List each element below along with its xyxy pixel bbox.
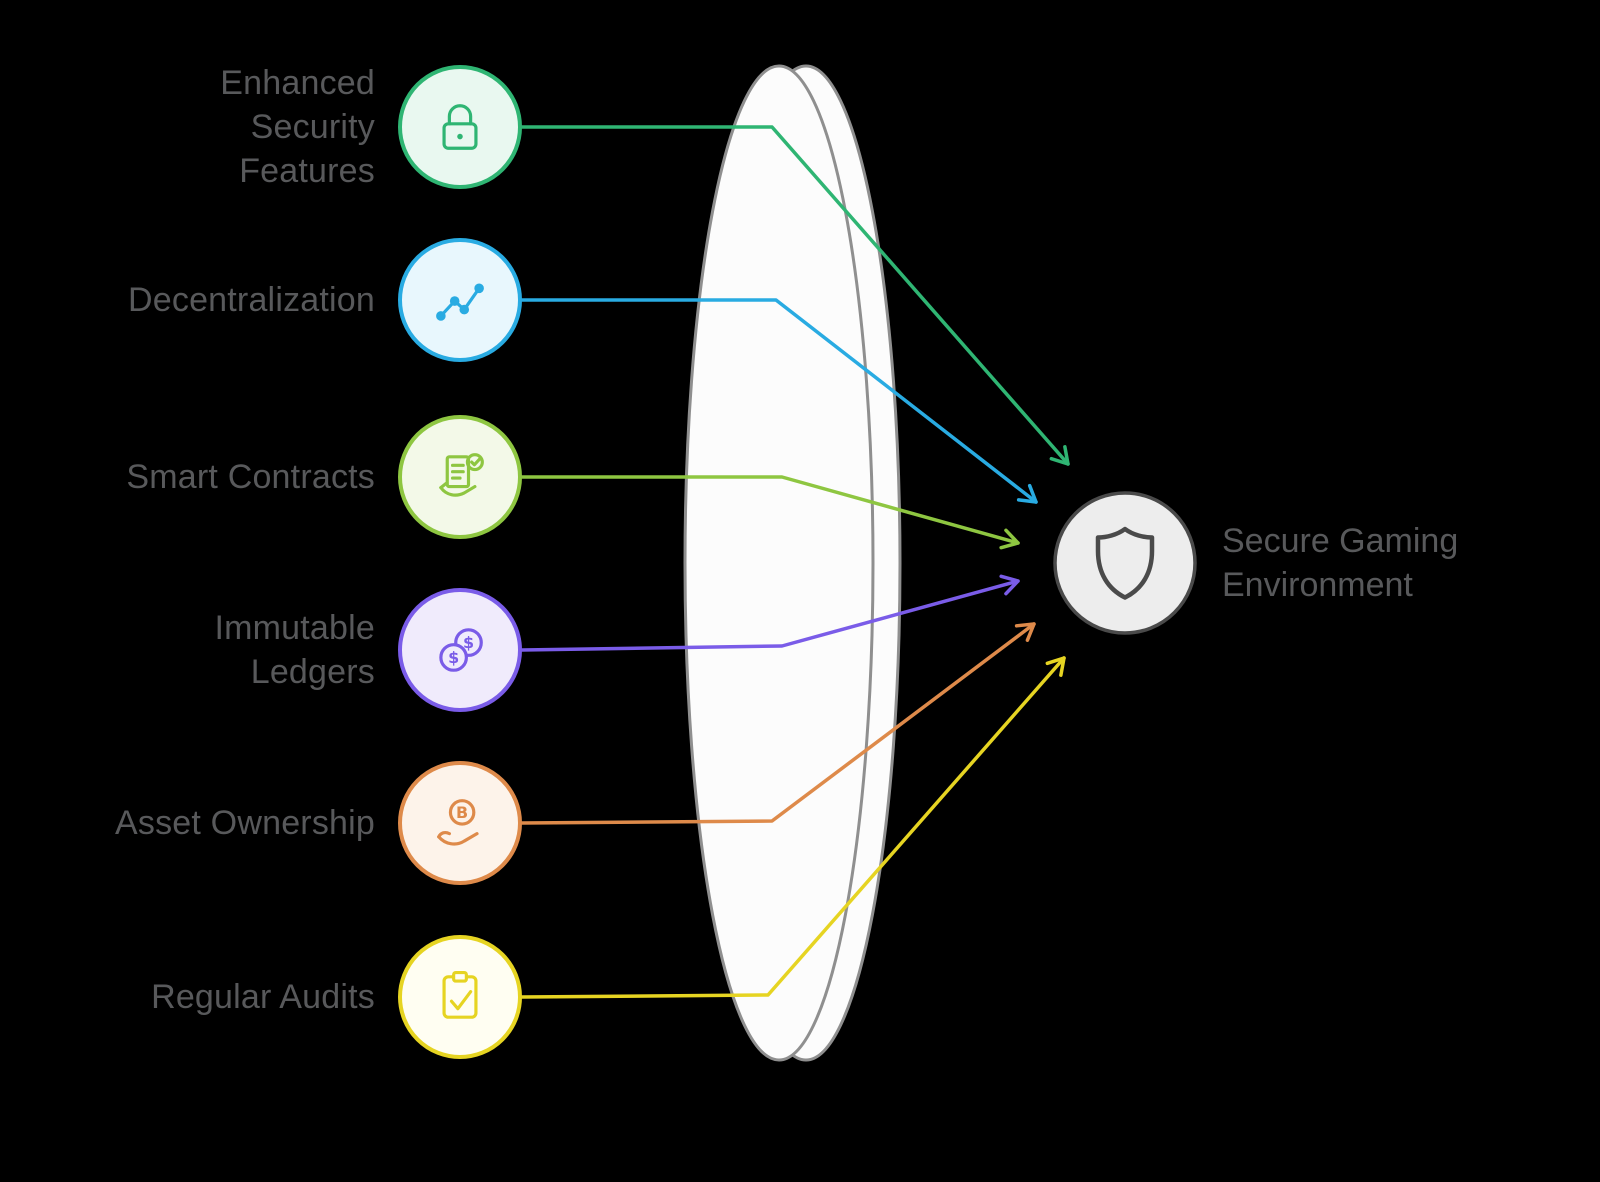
connector-decentralization bbox=[520, 298, 1038, 504]
feature-label-regular-audits: Regular Audits bbox=[151, 978, 375, 1016]
lock-icon bbox=[442, 104, 478, 150]
connector-smart-contracts bbox=[520, 475, 1020, 550]
lens-shape bbox=[683, 64, 902, 1062]
feature-icon-circle bbox=[398, 935, 522, 1059]
connector-line bbox=[520, 125, 1070, 466]
smart-contract-icon bbox=[439, 453, 484, 497]
feature-icon-circle bbox=[398, 238, 522, 362]
svg-text:$: $ bbox=[448, 648, 459, 667]
feature-icon-circle: B bbox=[398, 761, 522, 885]
connector-line bbox=[520, 579, 1020, 652]
lens-front-ellipse bbox=[683, 64, 875, 1062]
target-circle bbox=[1053, 491, 1197, 635]
connector-enhanced-security bbox=[520, 125, 1070, 466]
feature-icon-circle bbox=[398, 65, 522, 189]
feature-icon-circle: $ $ bbox=[398, 588, 522, 712]
target-node bbox=[1053, 491, 1197, 635]
connector-asset-ownership bbox=[520, 622, 1036, 825]
arrowhead-icon bbox=[999, 528, 1020, 550]
connector-line bbox=[520, 622, 1036, 825]
coins-icon: $ $ bbox=[439, 628, 483, 672]
feature-label-decentralization: Decentralization bbox=[128, 281, 375, 319]
network-graph-icon bbox=[436, 283, 484, 321]
arrowhead-icon bbox=[1049, 445, 1070, 466]
shield-icon bbox=[1095, 526, 1155, 600]
connector-immutable-ledgers bbox=[520, 574, 1020, 652]
connector-line bbox=[520, 298, 1038, 504]
connector-regular-audits bbox=[520, 656, 1066, 999]
arrowhead-icon bbox=[1045, 656, 1066, 677]
target-label: Secure Gaming Environment bbox=[1222, 522, 1459, 604]
feature-label-enhanced-security: Enhanced Security Features bbox=[220, 64, 375, 190]
arrowhead-icon bbox=[1016, 483, 1038, 504]
arrowhead-icon bbox=[1014, 622, 1036, 642]
feature-icon-circle bbox=[398, 415, 522, 539]
feature-label-immutable-ledgers: Immutable Ledgers bbox=[214, 609, 375, 691]
feature-label-smart-contracts: Smart Contracts bbox=[126, 458, 375, 496]
clipboard-check-icon bbox=[442, 970, 478, 1019]
svg-text:$: $ bbox=[463, 633, 474, 652]
connector-line bbox=[520, 475, 1020, 545]
arrowhead-icon bbox=[999, 574, 1020, 596]
bitcoin-hand-icon: B bbox=[437, 799, 479, 846]
connector-line bbox=[520, 656, 1066, 999]
svg-text:B: B bbox=[456, 803, 468, 822]
feature-label-asset-ownership: Asset Ownership bbox=[115, 804, 375, 842]
